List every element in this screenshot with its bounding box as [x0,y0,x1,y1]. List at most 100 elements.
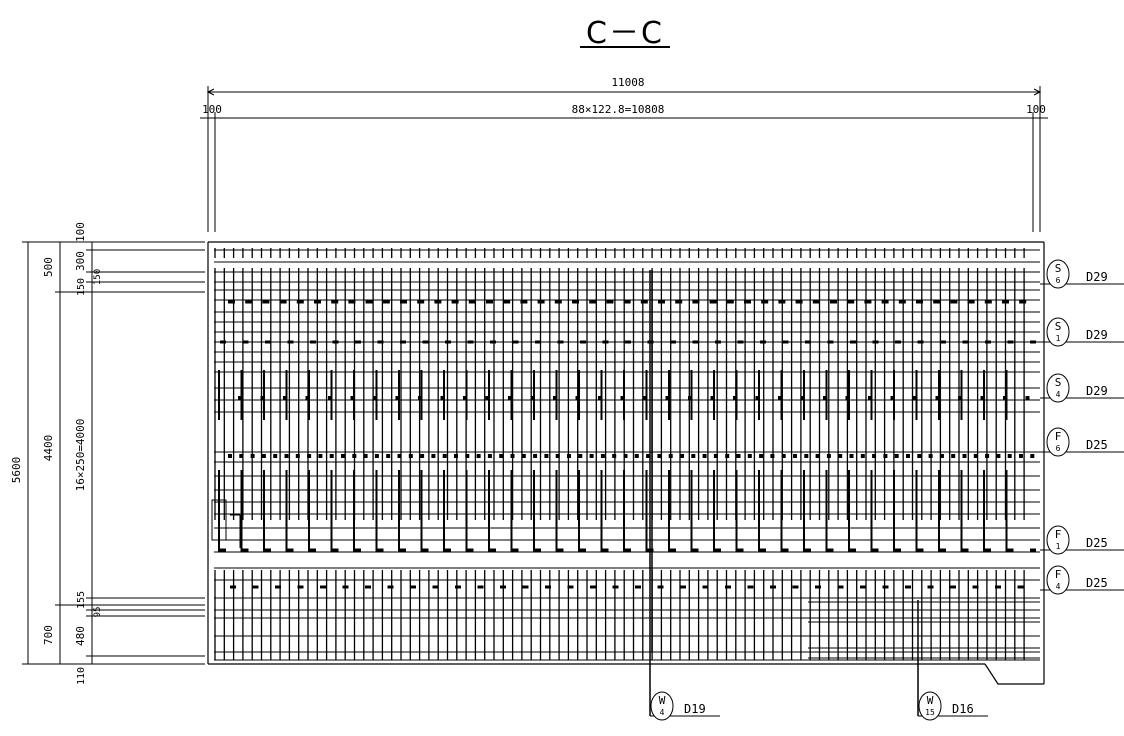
bar-section [736,454,741,458]
callout-mark: F [1055,430,1062,443]
bar-section [451,300,459,304]
bar-section [387,585,394,589]
callout-number: 1 [1056,334,1061,343]
left-dimensions [22,241,205,665]
bar-section [374,454,379,458]
bar-section [612,585,619,589]
bar-section [895,340,901,344]
bar-section [933,300,941,304]
callout-bubble [1046,317,1070,347]
bar-section [537,300,545,304]
bar-section [1030,454,1035,458]
dim-left-f: 150 [76,278,87,296]
callout-number: 15 [925,708,935,717]
dim-left-d: 100 [74,222,87,242]
bar-section [567,454,571,458]
bar-section [665,396,670,400]
bar-section [1019,454,1023,458]
bar-section [928,454,933,458]
bar-section [420,454,425,458]
bar-section [793,454,797,458]
callout-bubble [1046,565,1070,595]
bar-section [305,396,310,400]
callout-size: D29 [1086,270,1108,284]
bar-section [512,548,519,552]
bar-section [702,454,707,458]
bar-section [913,396,917,400]
bar-section [643,396,647,400]
bar-section [657,585,664,589]
bar-section [864,300,872,304]
bottom-slab-mesh [808,601,1040,659]
bar-section [400,548,406,552]
bar-section [557,340,564,344]
callout-number: 6 [1056,444,1061,453]
bar-section [761,300,769,304]
bar-section [486,300,493,304]
bar-section [715,340,721,344]
bar-section [795,300,803,304]
bar-section [355,548,361,552]
bar-section [872,548,879,552]
bar-section [845,396,850,400]
bar-section [935,396,940,400]
bar-section [890,396,895,400]
bar-section [849,454,854,458]
bar-section [744,300,751,304]
bar-section [623,454,628,458]
bar-sections [220,300,1036,589]
bar-section [477,585,484,589]
bar-section [927,585,934,589]
bar-section [220,340,226,344]
bar-section [422,340,429,344]
bar-section [812,300,820,304]
bar-section [262,300,270,304]
bar-section [826,454,831,458]
callout-number: 4 [660,708,665,717]
bar-section [400,300,407,304]
bar-section [295,454,300,458]
bar-section [823,396,827,400]
bar-section [770,454,775,458]
bar-section [725,454,730,458]
web-bar-w4 [649,270,653,716]
bar-section [625,340,631,344]
bar-section [485,396,490,400]
callout-size: D16 [952,702,974,716]
dim-left-l: 110 [76,667,87,685]
bar-section [535,340,541,344]
bar-section [602,548,609,552]
bar-section [284,454,289,458]
bar-section [520,300,528,304]
bar-section [265,340,271,344]
bar-section [377,548,384,552]
bar-section [1002,300,1009,304]
bar-section [917,454,922,458]
callout-mark: F [1055,528,1062,541]
bar-section [422,548,429,552]
bar-section [239,454,244,458]
bar-section [646,454,651,458]
callout-number: 6 [1056,276,1061,285]
callout-bubble [918,691,942,721]
bar-section [827,340,834,344]
bar-section [598,396,602,400]
bar-section [580,548,586,552]
bar-section [352,454,357,458]
bar-section [287,340,294,344]
bar-section [589,454,594,458]
bar-section [692,300,700,304]
bar-section [1030,548,1036,552]
bar-section [860,585,866,589]
bar-section [995,585,1001,589]
bar-section [331,300,339,304]
bar-section [951,454,956,458]
bar-section [365,585,371,589]
bar-section [860,454,865,458]
bar-section [805,340,811,344]
bar-section [715,548,721,552]
bar-section [710,396,715,400]
bar-section [805,548,811,552]
bar-section [508,396,512,400]
callout-size: D29 [1086,384,1108,398]
